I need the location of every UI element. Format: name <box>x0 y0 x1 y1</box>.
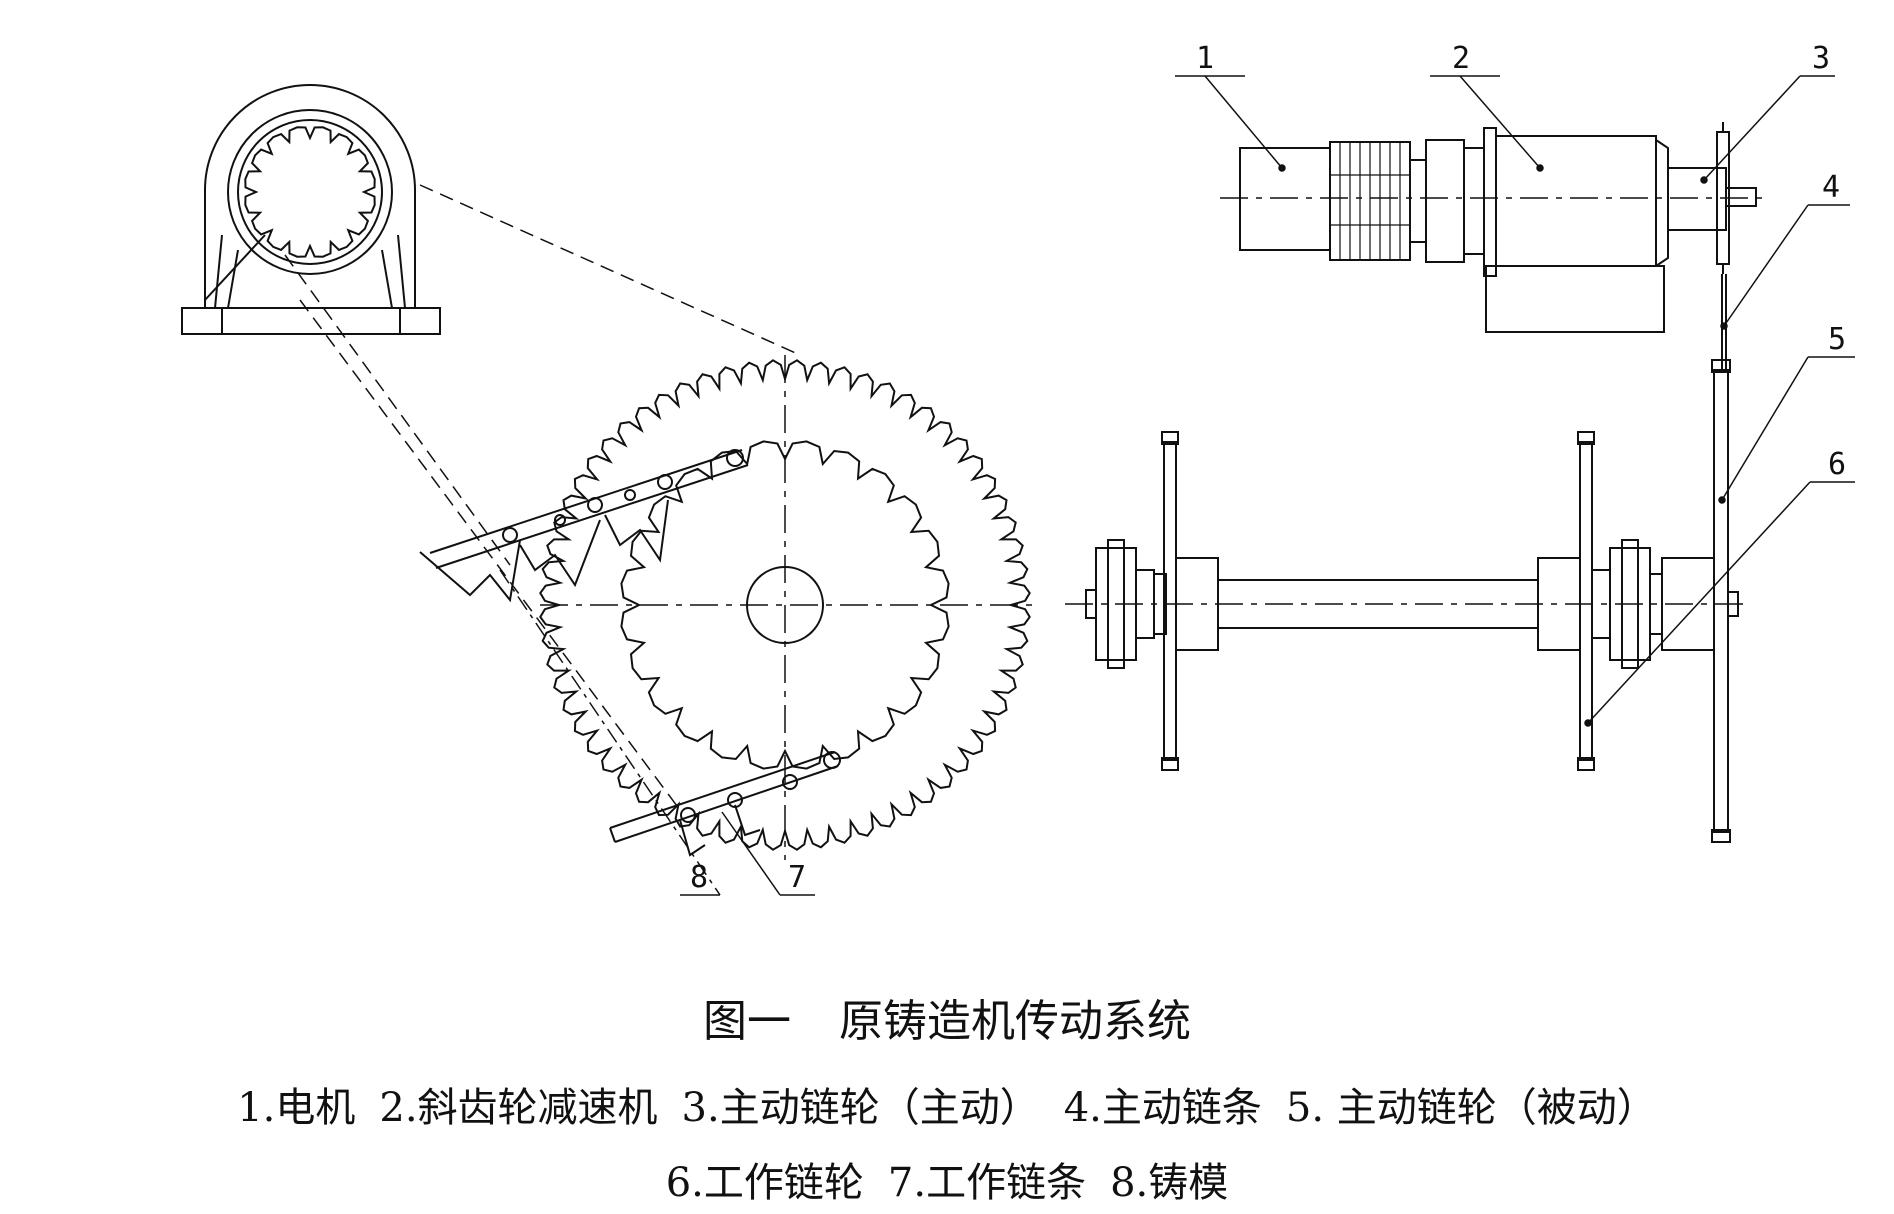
callout-7: 7 <box>788 860 806 895</box>
legend-line-2: 6.工作链轮 7.工作链条 8.铸模 <box>0 1150 1894 1208</box>
figure-title: 图一原铸造机传动系统 <box>0 985 1894 1049</box>
legend-item-3: 3.主动链轮（主动） <box>681 1085 1040 1131</box>
callout-5: 5 <box>1828 322 1846 357</box>
legend-item-4: 4.主动链条 <box>1063 1085 1262 1131</box>
working-sprocket-right <box>1579 441 1593 761</box>
callout-1: 1 <box>1196 41 1214 76</box>
callout-numbers: 1 2 3 4 5 6 7 8 <box>690 41 1846 895</box>
motor-reducer-assembly <box>1220 122 1770 333</box>
casting-chain-lower <box>609 751 841 857</box>
legend-item-2: 2.斜齿轮减速机 <box>379 1085 658 1131</box>
callout-2: 2 <box>1452 41 1470 76</box>
legend-line-1: 1.电机 2.斜齿轮减速机 3.主动链轮（主动） 4.主动链条 5. 主动链轮（被动） <box>0 1075 1894 1133</box>
detail-bearing-housing <box>181 84 441 335</box>
casting-chain-upper <box>419 449 749 603</box>
drive-shaft-assembly <box>1065 359 1750 843</box>
figure-title-text: 原铸造机传动系统 <box>839 996 1191 1047</box>
motor-body <box>1239 147 1331 251</box>
legend-item-6: 6.工作链轮 <box>665 1160 864 1206</box>
callout-leaders <box>680 75 1855 896</box>
callout-8: 8 <box>690 860 708 895</box>
callout-6: 6 <box>1828 447 1846 482</box>
main-chain-vertical <box>1721 274 1727 370</box>
legend-item-8: 8.铸模 <box>1110 1160 1229 1206</box>
callout-4: 4 <box>1822 170 1840 205</box>
legend-item-1: 1.电机 <box>237 1085 356 1131</box>
callout-3: 3 <box>1812 41 1830 76</box>
driven-sprocket-edge <box>1713 369 1729 833</box>
gear-reducer-body <box>1495 135 1657 267</box>
figure-title-prefix: 图一 <box>703 996 791 1047</box>
legend-item-5: 5. 主动链轮（被动） <box>1285 1085 1657 1131</box>
legend-item-7: 7.工作链条 <box>887 1160 1087 1206</box>
detail-leader-lines <box>284 184 801 811</box>
